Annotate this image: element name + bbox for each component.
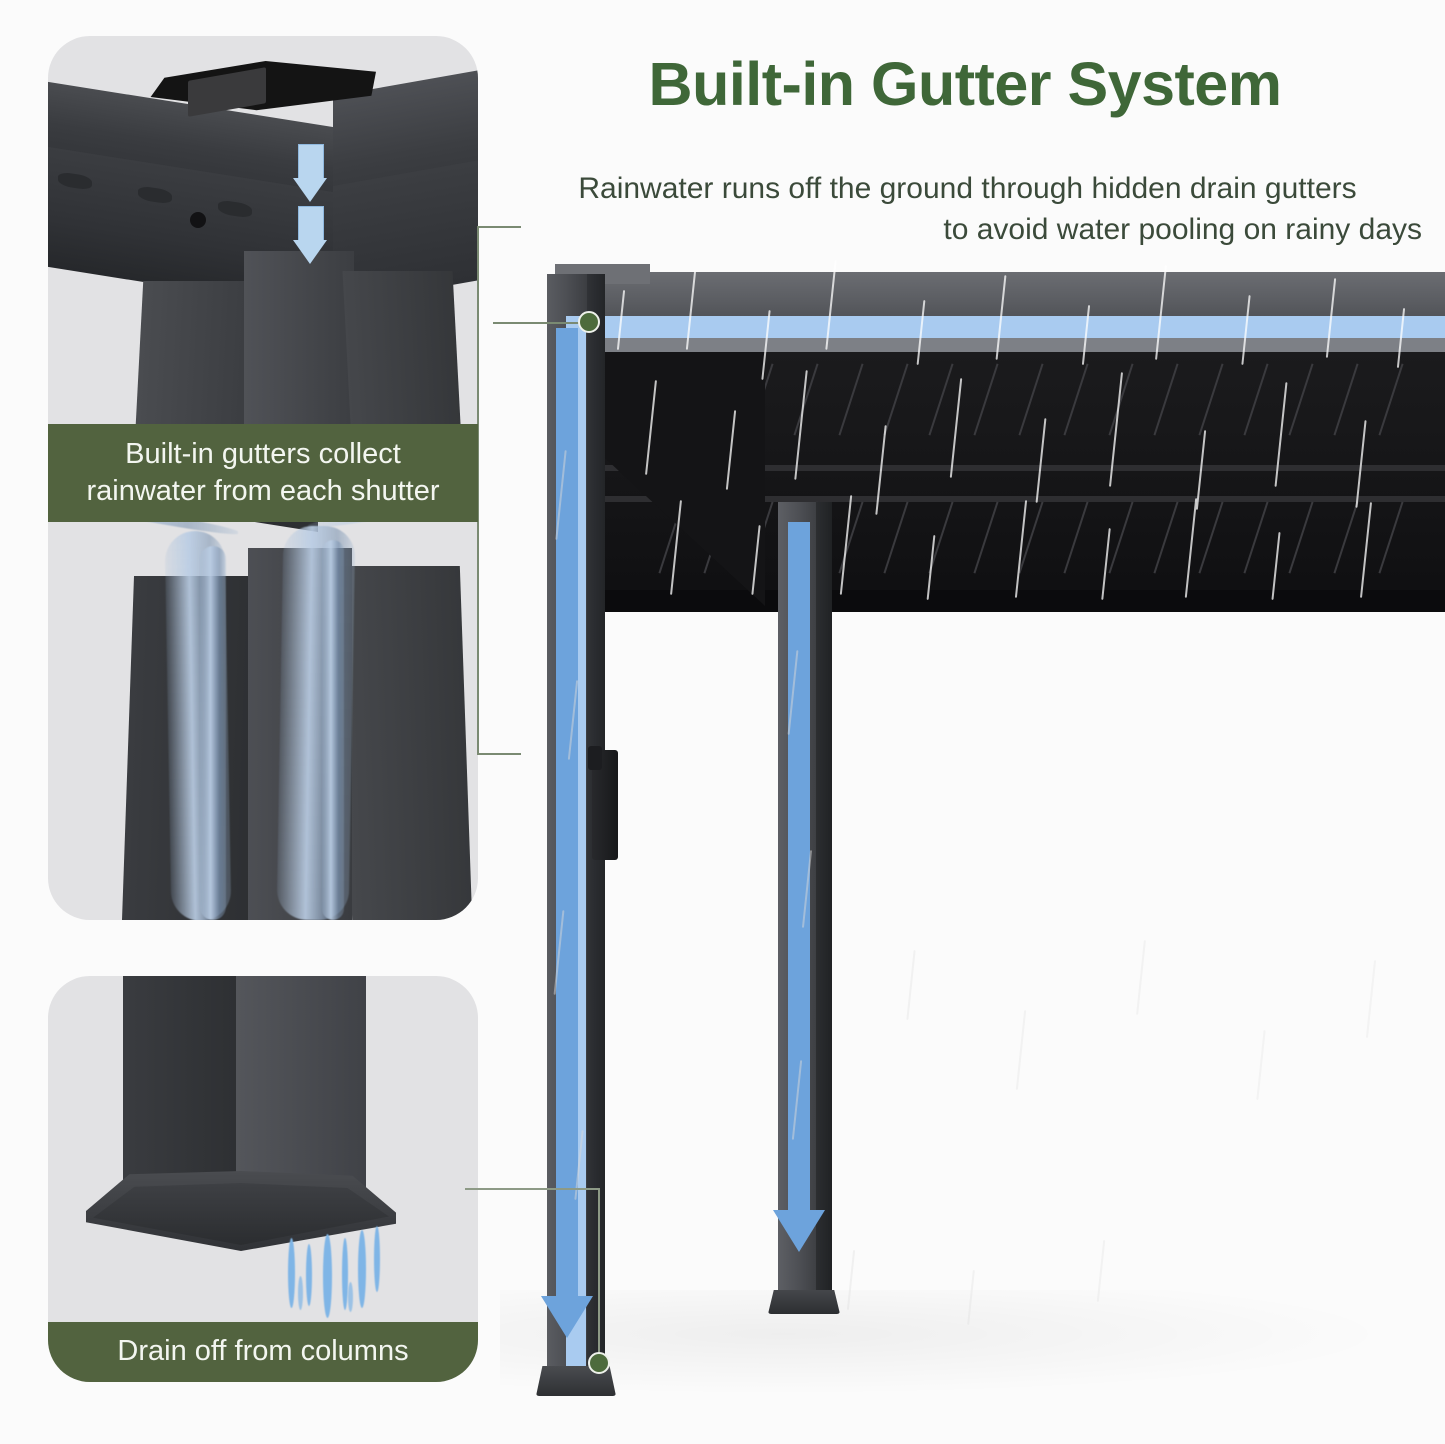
arrow-head-down-icon [293, 240, 327, 264]
gutter-lower-edge [586, 338, 1445, 352]
subtitle-line-2: to avoid water pooling on rainy days [943, 213, 1422, 247]
water-splash [374, 1226, 380, 1292]
bolt-head [190, 212, 206, 228]
gutter-flow-line-horizontal [586, 316, 1445, 338]
connector-line-bottom [465, 1188, 600, 1190]
water-post-right-face [339, 566, 473, 920]
caption-line-1: Built-in gutters collect [125, 437, 401, 470]
water-splash [306, 1244, 312, 1306]
water-splash [342, 1238, 348, 1310]
subtitle-line-1: Rainwater runs off the ground through hi… [578, 172, 1357, 205]
arrow-head-down-icon [773, 1210, 825, 1252]
panel-column-base: Drain off from columns [48, 976, 478, 1382]
column-left-face [123, 976, 236, 1181]
connector-bracket-top [477, 226, 521, 755]
water-stream [200, 546, 226, 920]
post-foot-right [768, 1290, 840, 1314]
page-title: Built-in Gutter System [648, 50, 1282, 118]
panel-gutter-corner: Built-in gutters collect rainwater from … [48, 36, 478, 920]
arrow-head-down-icon [293, 178, 327, 202]
pergola-post-right-shadow [816, 502, 832, 1307]
column-base-image [48, 976, 478, 1382]
caption-gutters-collect: Built-in gutters collect rainwater from … [48, 424, 478, 522]
caption-drain-off: Drain off from columns [48, 1322, 478, 1382]
roof-band [605, 496, 1445, 502]
column-foot-lower [93, 1183, 389, 1245]
column-base-illustration [48, 976, 478, 1318]
water-splash [358, 1230, 366, 1308]
water-stream [322, 540, 344, 920]
water-splash [298, 1276, 303, 1310]
hand-crank-knob-icon [588, 746, 602, 770]
caption-line-2: rainwater from each shutter [86, 475, 440, 507]
ground-shadow [500, 1290, 1445, 1400]
page-subtitle: Rainwater runs off the ground through hi… [505, 168, 1430, 251]
column-right-face [236, 976, 366, 1194]
connector-line-bottom-vertical [598, 1188, 600, 1363]
gutter-entry-node-marker [578, 311, 600, 333]
pergola-scene [500, 250, 1445, 1444]
water-splash [348, 1282, 353, 1312]
column-drain-node-marker [588, 1352, 610, 1374]
roof-underside [605, 590, 1445, 612]
corner-assembly-illustration [48, 36, 478, 481]
connector-line-top [493, 322, 593, 324]
water-splash [288, 1238, 295, 1308]
roof-band [605, 465, 1445, 471]
caption-text: Drain off from columns [117, 1335, 409, 1368]
water-splash [323, 1234, 332, 1318]
arrow-head-down-icon [541, 1296, 593, 1338]
